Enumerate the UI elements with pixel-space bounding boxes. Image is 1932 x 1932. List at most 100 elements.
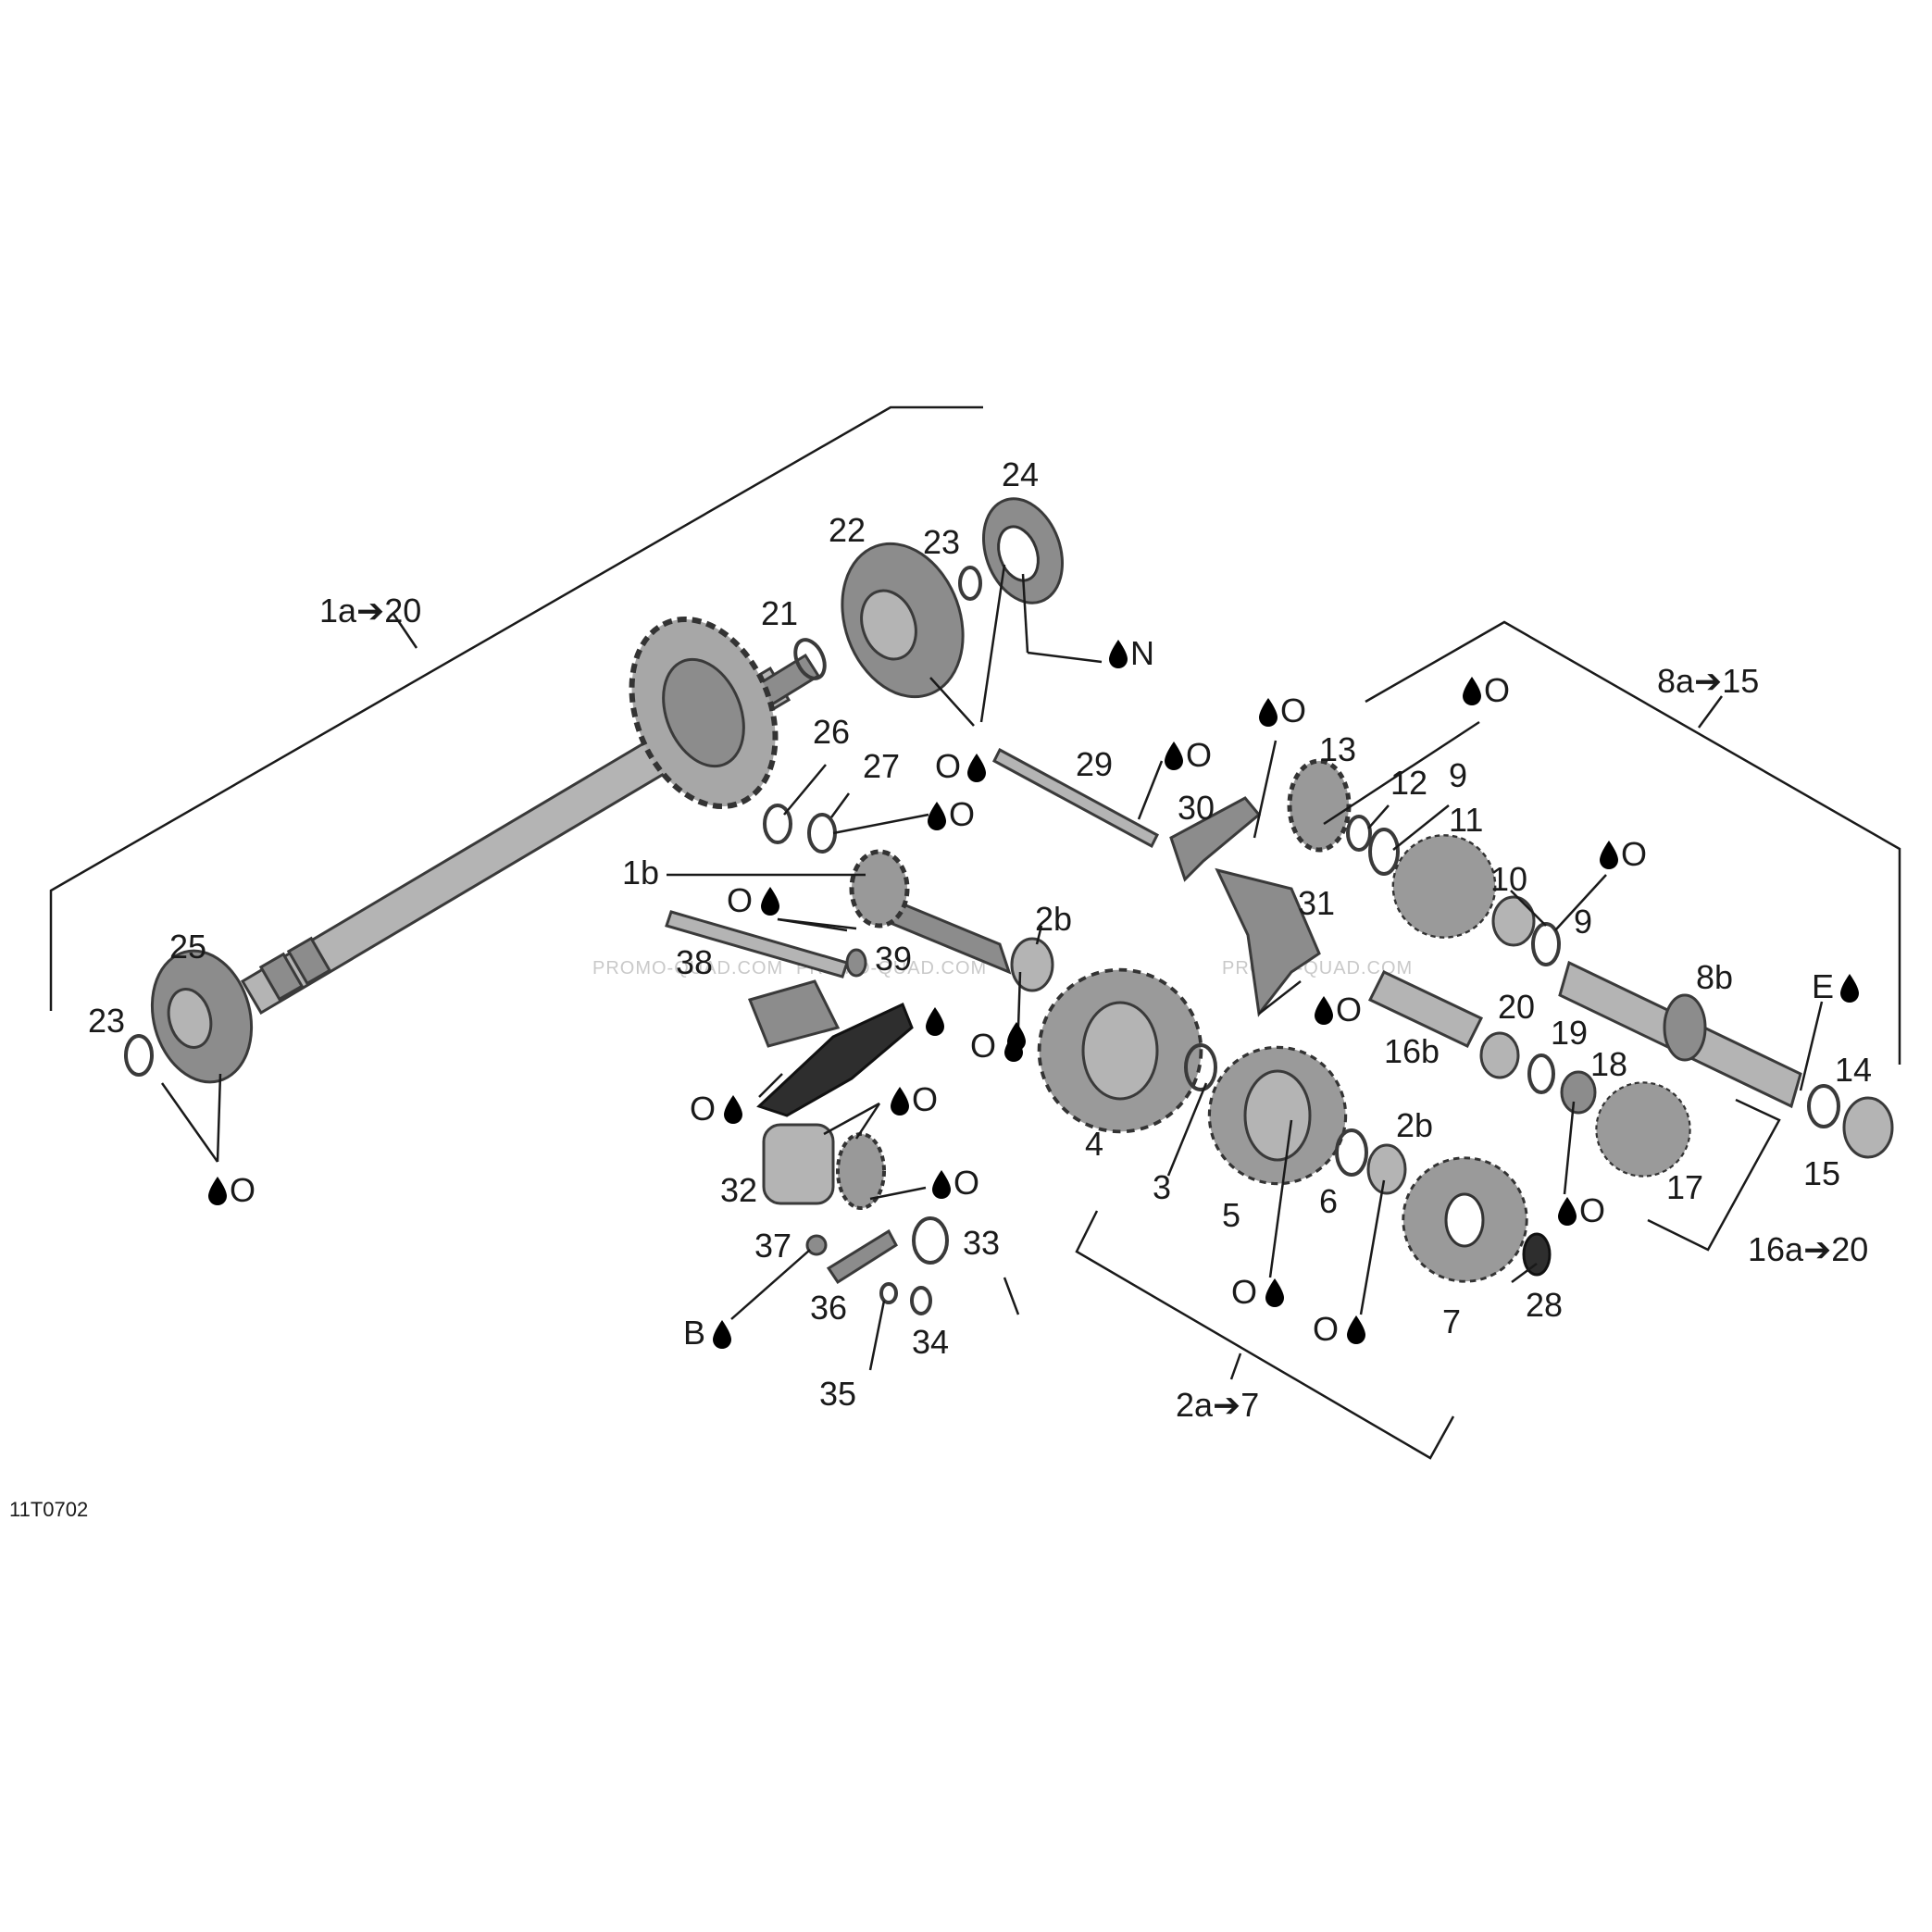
part-label-28: 28: [1526, 1286, 1563, 1324]
gear-7: [1401, 1155, 1529, 1284]
svg-text:O: O: [949, 795, 975, 833]
svg-text:O: O: [690, 1090, 716, 1128]
part-label-21: 21: [761, 594, 798, 632]
lubricant-note: O: [891, 1080, 938, 1118]
part-label-12: 12: [1390, 764, 1427, 802]
gear-11: [1391, 833, 1497, 940]
gear-4: [1040, 970, 1202, 1132]
svg-text:N: N: [1130, 634, 1154, 672]
lubricant-note: O: [1600, 835, 1647, 873]
washer-33: [912, 1216, 949, 1265]
lubricant-note: O: [970, 1027, 1023, 1065]
oil-drop-icon: [926, 1007, 944, 1036]
washer-21: [793, 638, 827, 680]
part-label-32: 32: [720, 1171, 757, 1209]
lubricant-note: O: [1165, 736, 1212, 774]
lubricant-note: O: [1313, 1310, 1365, 1348]
loctite-drop-icon: [713, 1320, 731, 1349]
assembly-label-8a-15: 8a➔15: [1657, 662, 1759, 700]
oil-drop-icon: [208, 1177, 227, 1205]
svg-text:O: O: [935, 747, 961, 785]
part-number-labels: 1b 2b 2b 3 4 5 6 7 8b 9 9 10 11 12 13 14…: [88, 455, 1872, 1413]
bracket-1a-20: [49, 405, 983, 1011]
part-label-17: 17: [1666, 1168, 1703, 1206]
ring-23-left: [124, 1034, 154, 1077]
watermark-text: PROMO-QUAD.COM: [592, 958, 783, 978]
ring-12: [1346, 815, 1372, 852]
part-label-31: 31: [1298, 884, 1335, 922]
part-label-35: 35: [819, 1375, 856, 1413]
washer-35: [879, 1282, 898, 1304]
part-label-10: 10: [1490, 860, 1527, 898]
part-label-2b: 2b: [1396, 1106, 1433, 1144]
part-label-22: 22: [829, 511, 866, 549]
part-label-9: 9: [1574, 903, 1592, 941]
spacer-2b-right: [1366, 1143, 1407, 1195]
ring-9-top: [1368, 828, 1400, 876]
oil-drop-icon: [928, 802, 946, 830]
oil-drop-icon: [891, 1087, 909, 1116]
part-label-16b: 16b: [1384, 1032, 1440, 1070]
bushing-20: [1479, 1031, 1520, 1079]
part-label-23: 23: [923, 523, 960, 561]
lubricant-note: O: [690, 1090, 742, 1128]
part-label-13: 13: [1319, 730, 1356, 768]
ring-gear-1: [629, 616, 779, 810]
lubricant-note-e: E: [1812, 967, 1859, 1005]
lubricant-note: O: [208, 1171, 256, 1209]
part-label-23: 23: [88, 1002, 125, 1040]
part-label-27: 27: [863, 747, 900, 785]
part-label-9: 9: [1449, 756, 1467, 794]
oil-drop-icon: [761, 887, 779, 916]
part-label-29: 29: [1076, 745, 1113, 783]
svg-text:O: O: [954, 1164, 979, 1202]
loctite-drop-icon: [1840, 974, 1859, 1003]
bolt-37: [805, 1234, 828, 1256]
bearing-15: [1842, 1096, 1894, 1159]
shift-fork-31: [1215, 867, 1321, 1017]
svg-text:O: O: [1621, 835, 1647, 873]
assembly-labels: 1a➔20 8a➔15 16a➔20 2a➔7: [319, 592, 1868, 1424]
bushing-10: [1491, 895, 1536, 947]
figure-id: 11T0702: [9, 1498, 88, 1521]
seal-24: [981, 497, 1065, 605]
svg-text:B: B: [683, 1314, 705, 1352]
svg-text:O: O: [912, 1080, 938, 1118]
part-label-14: 14: [1835, 1051, 1872, 1089]
lubricant-note: O: [727, 881, 779, 919]
lubricant-note: O: [932, 1164, 979, 1202]
ring-34: [910, 1286, 932, 1315]
part-label-36: 36: [810, 1289, 847, 1327]
shaft-29: [992, 747, 1159, 849]
pin-39: [845, 948, 867, 978]
washer-26: [763, 804, 792, 844]
part-label-26: 26: [813, 713, 850, 751]
shift-fork-30: [1169, 796, 1262, 882]
oil-drop-icon: [1259, 698, 1278, 727]
ring-3: [1184, 1043, 1217, 1091]
ring-23-top: [958, 566, 982, 601]
part-label-1b: 1b: [622, 854, 659, 891]
gear-13: [1287, 758, 1352, 853]
lubricant-note: [1007, 1022, 1026, 1051]
lubricant-note: O: [1231, 1273, 1284, 1311]
ring-19: [1527, 1053, 1555, 1094]
lubricant-note: [926, 1007, 944, 1036]
leader-lines: [160, 564, 1824, 1371]
part-label-24: 24: [1002, 455, 1039, 493]
part-label-2b: 2b: [1035, 900, 1072, 938]
part-label-39: 39: [875, 940, 912, 978]
shaft-8b: [1558, 960, 1802, 1109]
svg-text:O: O: [1313, 1310, 1339, 1348]
part-label-15: 15: [1803, 1154, 1840, 1192]
lever-36: [826, 1228, 898, 1285]
svg-text:O: O: [727, 881, 753, 919]
svg-text:O: O: [1280, 692, 1306, 729]
bracket-16a-20: [1647, 1098, 1781, 1252]
part-label-20: 20: [1498, 988, 1535, 1026]
bearing-22: [841, 542, 965, 699]
lubricant-markers: O O O O O O O O: [208, 634, 1859, 1352]
oil-drop-icon: [1265, 1278, 1284, 1307]
bracket-2a-7: [1075, 1210, 1455, 1460]
